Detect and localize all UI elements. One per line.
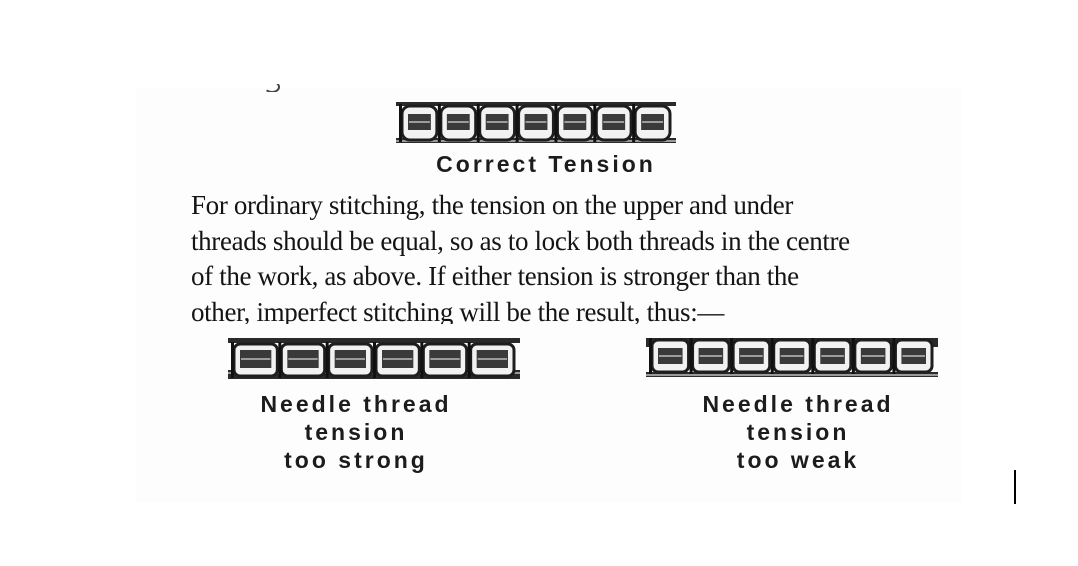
paragraph-line-3: of the work, as above. If either tension…: [191, 261, 799, 291]
cropped-glyph-fragment: [262, 84, 280, 92]
needle-thread-stroke: [373, 342, 376, 378]
stitch-illustration-correct-tension: [396, 102, 676, 143]
stitch-illustration-tension-too-weak: [646, 338, 938, 377]
needle-thread-stroke: [476, 104, 480, 142]
upper-thread-band: [396, 102, 676, 106]
needle-thread-stroke: [730, 338, 734, 374]
caption-line: too strong: [284, 447, 428, 473]
needle-thread-stroke: [632, 104, 636, 142]
needle-thread-stroke: [892, 338, 896, 374]
needle-thread-stroke: [515, 104, 519, 142]
lower-thread-highlight: [646, 374, 938, 376]
needle-thread-stroke: [231, 342, 234, 378]
caption-line: Correct Tension: [436, 151, 656, 177]
needle-thread-stroke: [649, 338, 652, 374]
scanned-page-region: [136, 88, 962, 502]
caption-line: too weak: [736, 447, 860, 473]
needle-thread-stroke: [399, 104, 402, 142]
needle-thread-stroke: [420, 342, 424, 378]
needle-thread-stroke: [593, 104, 597, 142]
paragraph-line-1: For ordinary stitching, the tension on t…: [191, 190, 794, 220]
needle-thread-stroke: [811, 338, 815, 374]
stitch-illustration-tension-too-strong: [228, 338, 520, 379]
upper-thread-band: [228, 338, 520, 343]
needle-thread-stroke: [689, 338, 693, 374]
caption-line: Needle thread: [260, 391, 452, 417]
needle-thread-stroke: [554, 104, 558, 142]
needle-thread-stroke: [325, 342, 329, 378]
caption-tension-too-weak: Needle thread tension too weak: [648, 390, 948, 474]
needle-thread-stroke: [278, 342, 282, 378]
paragraph-line-4: other, imperfect stitching will be the r…: [191, 296, 724, 325]
caption-line: tension: [304, 419, 408, 445]
caption-line: Needle thread: [702, 391, 894, 417]
paragraph-body: For ordinary stitching, the tension on t…: [191, 188, 951, 324]
caption-line: tension: [746, 419, 850, 445]
caption-correct-tension: Correct Tension: [396, 150, 696, 178]
needle-thread-stroke: [770, 338, 774, 374]
needle-thread-stroke: [467, 342, 471, 378]
text-cursor: [1014, 470, 1016, 504]
needle-thread-stroke: [851, 338, 855, 374]
paragraph-line-2: threads should be equal, so as to lock b…: [191, 225, 850, 256]
needle-thread-stroke: [437, 104, 441, 142]
caption-tension-too-strong: Needle thread tension too strong: [206, 390, 506, 474]
